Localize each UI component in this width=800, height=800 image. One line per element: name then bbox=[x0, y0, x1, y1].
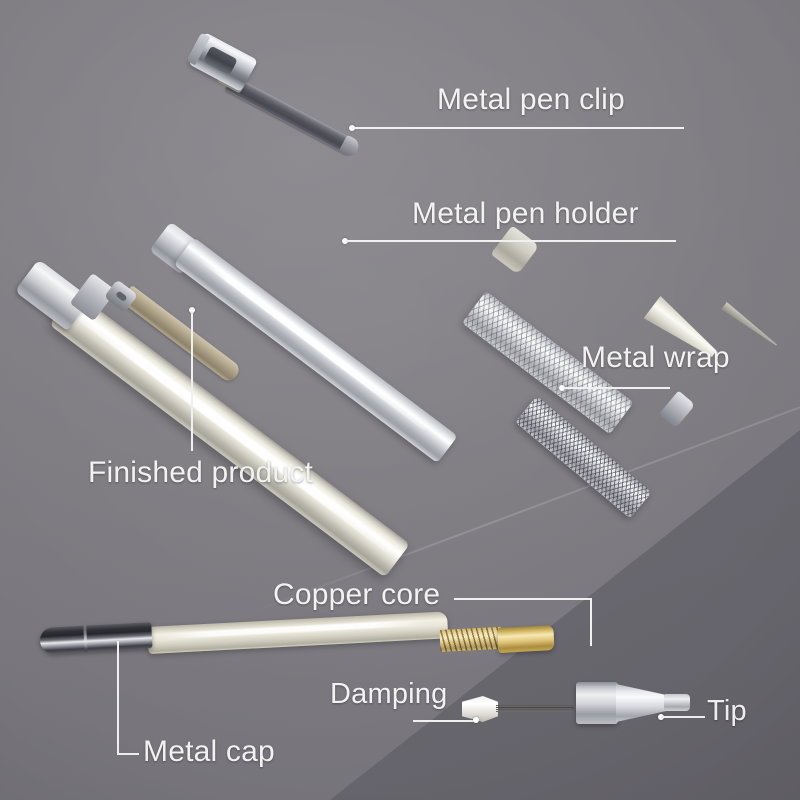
leader-line-metal-wrap bbox=[562, 387, 670, 389]
leader-line-metal-pen-holder bbox=[345, 240, 676, 242]
leader-line-metal-cap-vertical bbox=[117, 641, 119, 754]
label-metal-pen-clip: Metal pen clip bbox=[437, 83, 625, 117]
leader-line-metal-cap-horizontal bbox=[117, 753, 139, 755]
tip-nose bbox=[664, 694, 690, 711]
leader-line-finished-product bbox=[191, 311, 193, 451]
leader-line-tip bbox=[661, 716, 705, 718]
label-copper-core: Copper core bbox=[273, 578, 440, 612]
damping-hub bbox=[462, 696, 498, 722]
damping-wires bbox=[496, 704, 574, 713]
leader-line-copper-core-vertical bbox=[590, 598, 592, 646]
label-metal-cap: Metal cap bbox=[143, 735, 275, 769]
callout-dot-finished-product bbox=[189, 307, 195, 313]
part-tip bbox=[576, 676, 696, 732]
tip-barrel bbox=[576, 682, 618, 724]
callout-dot-damping bbox=[473, 717, 479, 723]
leader-line-damping bbox=[413, 720, 475, 722]
label-damping: Damping bbox=[330, 678, 447, 711]
label-tip: Tip bbox=[707, 695, 747, 728]
label-finished-product: Finished product bbox=[88, 456, 313, 490]
part-damping bbox=[462, 692, 592, 728]
label-metal-wrap: Metal wrap bbox=[581, 341, 730, 375]
leader-line-metal-pen-clip bbox=[352, 127, 684, 129]
leader-line-copper-core-horizontal bbox=[454, 598, 592, 600]
label-metal-pen-holder: Metal pen holder bbox=[412, 197, 639, 231]
